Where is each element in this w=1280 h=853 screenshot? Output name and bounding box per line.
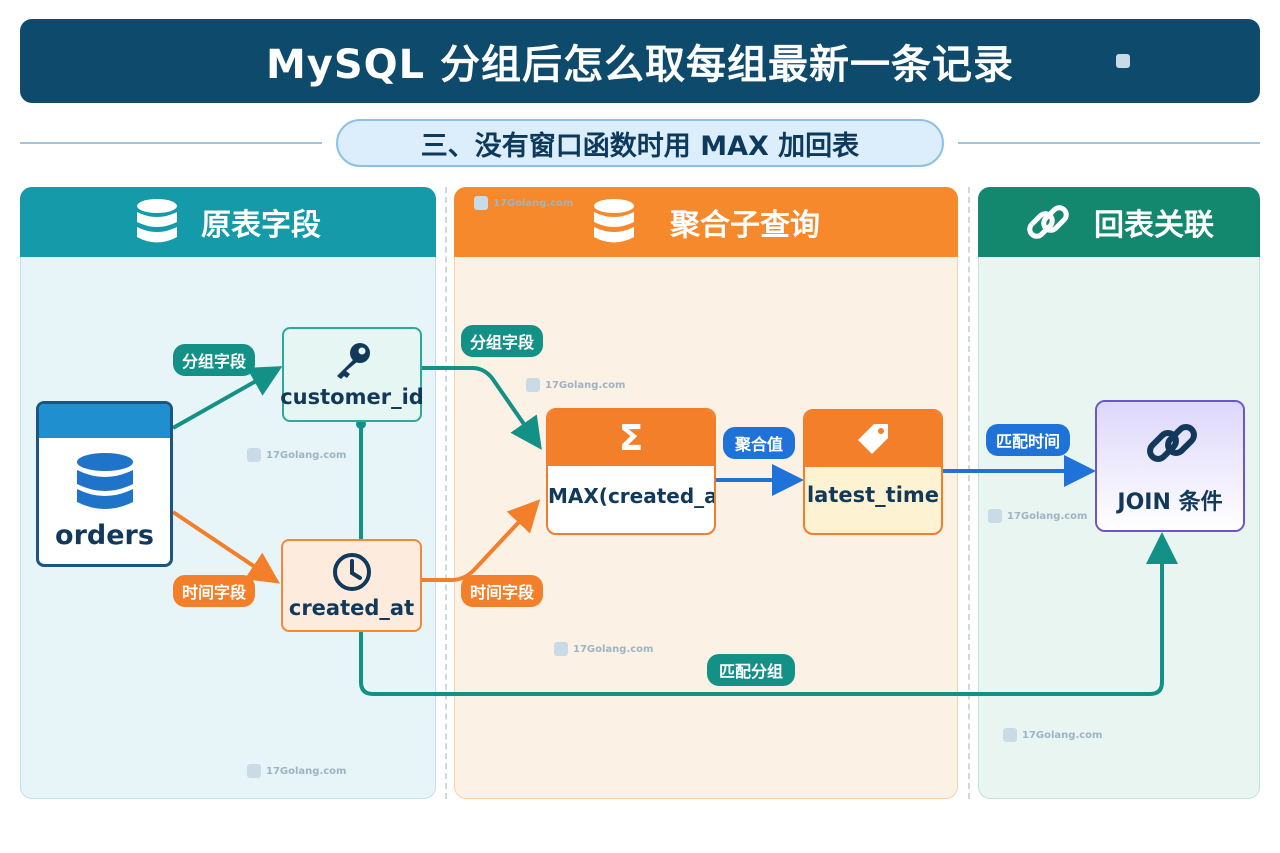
title-banner: MySQL 分组后怎么取每组最新一条记录 [20,19,1260,103]
watermark: 17Golang.com [474,196,573,210]
page-title: MySQL 分组后怎么取每组最新一条记录 [265,42,1015,88]
latest-time-node: latest_time [803,409,943,535]
latest-time-header [805,411,941,467]
clock-icon [332,552,371,591]
wire-match-group [359,422,1178,696]
sigma-icon: Σ [548,410,714,466]
tag-icon [858,424,888,454]
section-subtitle-text: 三、没有窗口函数时用 MAX 加回表 [420,130,860,162]
join-condition-label: JOIN 条件 [1117,490,1223,515]
panel-separator-1 [445,187,447,799]
watermark [1116,54,1130,68]
panel-aggregate-title: 聚合子查询 [670,208,820,243]
created-at-label: created_at [288,595,415,620]
watermark: 17Golang.com [247,448,346,462]
watermark: 17Golang.com [526,378,625,392]
orders-table-node: orders [36,401,173,567]
link-icon [1027,205,1069,239]
tag-group-field-2: 分组字段 [461,325,543,357]
panel-source-header: 原表字段 [20,187,436,257]
wire-orders-to-created [171,510,280,584]
tag-match-group: 匹配分组 [707,654,795,686]
panel-separator-2 [968,187,970,799]
tag-aggregate-value: 聚合值 [723,427,795,459]
key-icon [337,342,370,379]
max-aggregate-node: Σ MAX(created_at) [546,408,716,535]
max-aggregate-label: MAX(created_at) [548,484,716,508]
latest-time-label: latest_time [806,483,940,507]
tag-group-field: 分组字段 [173,344,255,376]
tag-match-time: 匹配时间 [986,424,1070,456]
orders-header-strip [39,404,170,438]
section-subtitle: 三、没有窗口函数时用 MAX 加回表 [336,119,944,167]
created-at-node: created_at [281,539,422,632]
divider-right [958,142,1260,144]
customer-id-node: customer_id [280,327,424,422]
watermark: 17Golang.com [554,642,653,656]
panel-join-title: 回表关联 [1094,208,1214,243]
database-icon [594,199,634,243]
tag-time-field: 时间字段 [173,575,255,607]
wire-created-to-max [422,499,541,582]
panel-source-title: 原表字段 [201,208,321,243]
divider-left [20,142,322,144]
join-condition-node: JOIN 条件 [1095,400,1245,532]
orders-label: orders [55,520,154,551]
watermark: 17Golang.com [247,764,346,778]
panel-aggregate-header: 聚合子查询 [454,187,958,257]
panel-join-header: 回表关联 [978,187,1260,257]
wire-orders-to-customer [172,366,283,430]
tag-time-field-2: 时间字段 [461,575,543,607]
customer-id-label: customer_id [280,384,424,409]
link-icon [1147,424,1197,462]
watermark: 17Golang.com [1003,728,1102,742]
wire-customer-to-max [422,366,542,450]
database-icon [77,453,133,509]
database-icon [137,199,177,243]
watermark: 17Golang.com [988,509,1087,523]
